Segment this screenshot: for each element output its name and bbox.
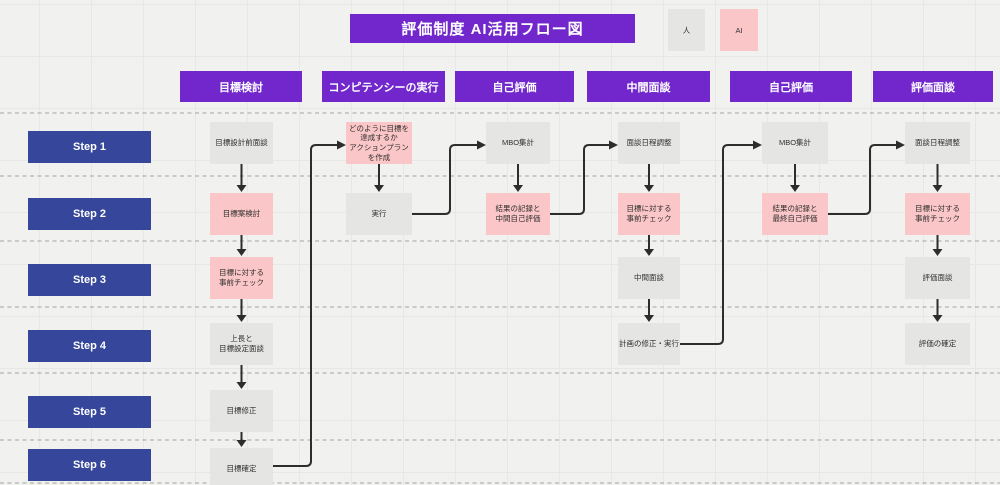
flow-node[interactable]: 結果の記録と 中間自己評価 xyxy=(486,193,550,235)
legend-ai-box[interactable]: AI xyxy=(720,9,758,51)
flow-node[interactable]: 中間面談 xyxy=(618,257,680,299)
flow-node[interactable]: 目標修正 xyxy=(210,390,273,432)
column-header[interactable]: 中間面談 xyxy=(587,71,710,102)
flow-node[interactable]: 目標確定 xyxy=(210,448,273,485)
diagram-title[interactable]: 評価制度 AI活用フロー図 xyxy=(350,14,635,43)
flow-node[interactable]: 目標に対する 事前チェック xyxy=(905,193,970,235)
column-header[interactable]: コンピテンシーの実行 xyxy=(322,71,445,102)
flow-node[interactable]: 結果の記録と 最終自己評価 xyxy=(762,193,828,235)
flow-node[interactable]: 面談日程調整 xyxy=(618,122,680,164)
legend-human-box[interactable]: 人 xyxy=(668,9,705,51)
column-header[interactable]: 評価面談 xyxy=(873,71,993,102)
flow-node[interactable]: 目標に対する 事前チェック xyxy=(618,193,680,235)
column-header[interactable]: 自己評価 xyxy=(455,71,574,102)
flow-node[interactable]: どのように目標を 達成するか アクションプラン を作成 xyxy=(346,122,412,164)
flow-node[interactable]: 目標に対する 事前チェック xyxy=(210,257,273,299)
flow-node[interactable]: 面談日程調整 xyxy=(905,122,970,164)
flow-node[interactable]: 上長と 目標設定面談 xyxy=(210,323,273,365)
flow-node[interactable]: 評価の確定 xyxy=(905,323,970,365)
step-label[interactable]: Step 5 xyxy=(28,396,151,428)
flow-node[interactable]: 計画の修正・実行 xyxy=(618,323,680,365)
flow-node[interactable]: 実行 xyxy=(346,193,412,235)
column-header[interactable]: 目標検討 xyxy=(180,71,302,102)
flow-node[interactable]: 評価面談 xyxy=(905,257,970,299)
flow-node[interactable]: MBO集計 xyxy=(762,122,828,164)
flow-node[interactable]: 目標案検討 xyxy=(210,193,273,235)
step-label[interactable]: Step 2 xyxy=(28,198,151,230)
column-header[interactable]: 自己評価 xyxy=(730,71,852,102)
step-label[interactable]: Step 1 xyxy=(28,131,151,163)
flow-node[interactable]: 目標設計前面談 xyxy=(210,122,273,164)
flow-node[interactable]: MBO集計 xyxy=(486,122,550,164)
step-label[interactable]: Step 4 xyxy=(28,330,151,362)
step-label[interactable]: Step 3 xyxy=(28,264,151,296)
step-label[interactable]: Step 6 xyxy=(28,449,151,481)
